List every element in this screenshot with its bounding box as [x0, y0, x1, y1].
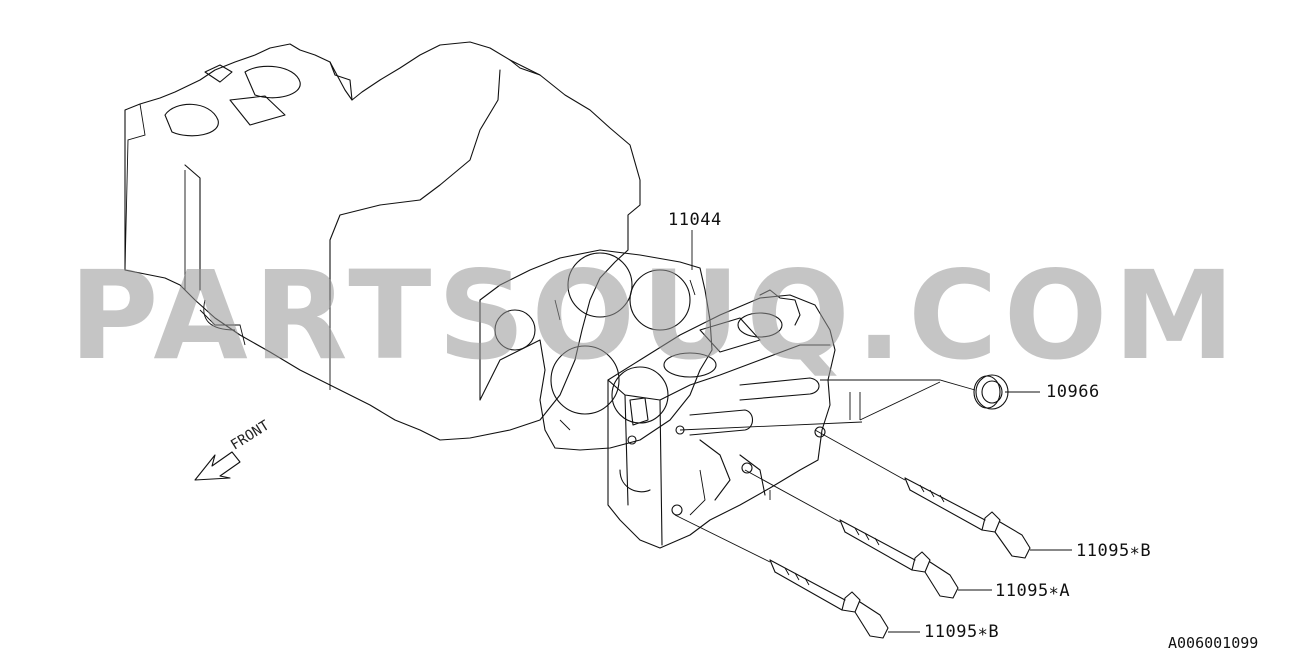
- head-bolts: [674, 429, 1072, 639]
- head-gasket: [479, 249, 713, 451]
- leader-lines: [679, 230, 1040, 431]
- reference-code: A006001099: [1168, 634, 1259, 652]
- part-label-bolt-b-lower[interactable]: 11095∗B: [924, 622, 1000, 642]
- part-label-bolt-b-upper[interactable]: 11095∗B: [1076, 541, 1152, 561]
- part-label-bolt-a[interactable]: 11095∗A: [995, 581, 1071, 601]
- seal-part: [973, 374, 1009, 410]
- front-arrow-icon: [194, 451, 241, 481]
- cylinder-head: [607, 289, 836, 549]
- engine-block: [124, 41, 641, 441]
- part-label-seal[interactable]: 10966: [1046, 382, 1100, 402]
- part-label-head-gasket[interactable]: 11044: [668, 210, 722, 230]
